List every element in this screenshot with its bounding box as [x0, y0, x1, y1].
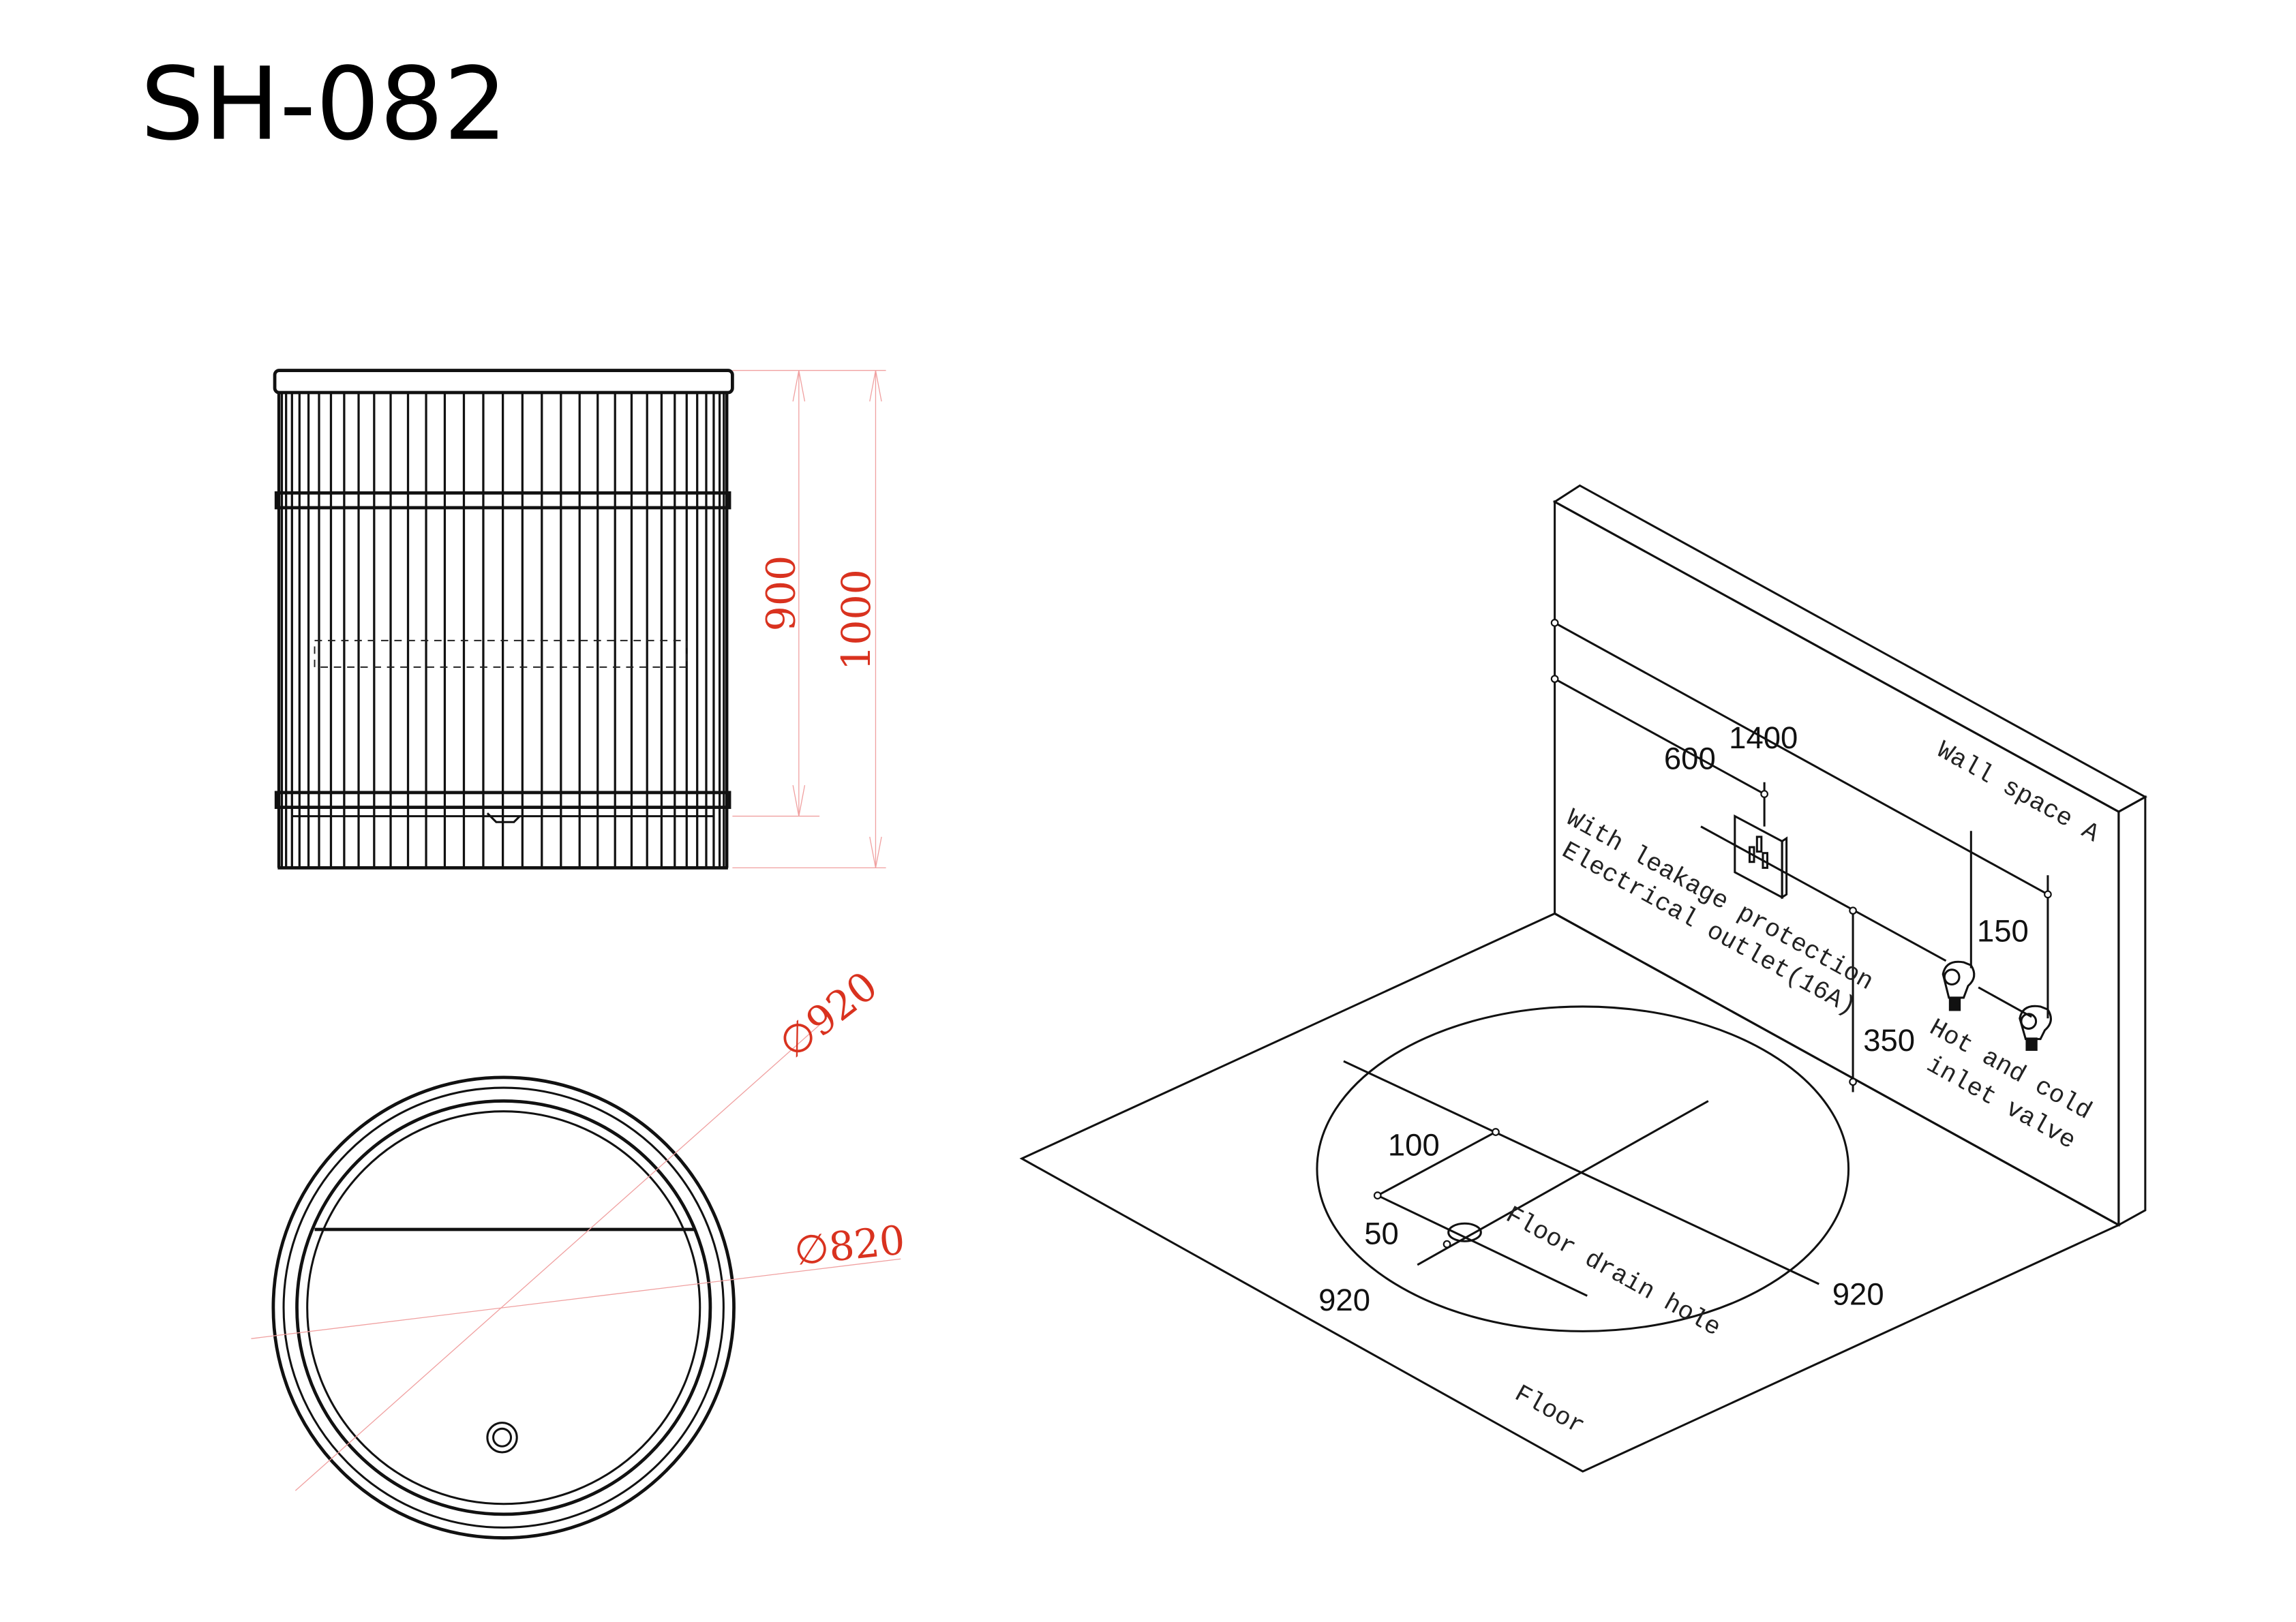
wall-dimension-lines	[1550, 619, 2119, 1226]
install-view: 600 1400 150 350 100 50 920 920 Wall spa…	[1019, 484, 2147, 1473]
dim-1400: 1400	[1729, 720, 1798, 755]
dim-100: 100	[1388, 1128, 1440, 1163]
dim-1000-label: 1000	[833, 569, 879, 671]
tub-footprint	[1316, 1005, 1850, 1332]
hidden-seat-outline	[314, 639, 688, 668]
dim-920-line	[294, 1017, 828, 1491]
hot-valve-icon	[1942, 960, 1976, 1011]
outer-rim	[271, 1075, 736, 1540]
dim-920-right: 920	[1832, 1276, 1884, 1311]
dim-900-label: 900	[757, 555, 804, 632]
dim-920-left: 920	[1318, 1283, 1370, 1317]
outlet-label-line2: Electrical outlet(16A)	[1556, 837, 1860, 1022]
model-title: SH-082	[140, 46, 507, 163]
drain-label: Floor drain hole	[1500, 1202, 1725, 1343]
drain-100-line	[1377, 1131, 1496, 1197]
electrical-outlet-icon	[1734, 814, 1788, 900]
cold-valve-icon	[2019, 1005, 2052, 1051]
dim-50: 50	[1364, 1216, 1399, 1251]
tub-floor-edge	[306, 1110, 701, 1505]
floor-label: Floor	[1509, 1380, 1589, 1441]
rim-inner-edge	[282, 1086, 725, 1529]
height-dimensions: 900 1000	[732, 369, 886, 869]
floor-drain-icon	[1447, 1222, 1482, 1242]
wall-label: Wall space A	[1932, 736, 2104, 849]
dim-820-label: ∅820	[792, 1216, 907, 1274]
top-cap	[273, 369, 734, 395]
drain-ring	[486, 1422, 518, 1454]
lower-band	[274, 791, 731, 809]
dim-600: 600	[1664, 741, 1716, 776]
slats	[277, 393, 729, 868]
top-view: ∅920 ∅820	[251, 962, 907, 1540]
dim-150: 150	[1977, 914, 2029, 949]
dim-920-label: ∅920	[770, 962, 886, 1067]
drain-center	[492, 1427, 513, 1448]
drain-offset-line	[1377, 1194, 1588, 1297]
drain-outlet	[486, 812, 521, 823]
tub-inner-wall	[295, 1099, 712, 1516]
dim-350: 350	[1863, 1023, 1915, 1058]
outlet-label-line1: With leakage protection	[1561, 804, 1878, 997]
front-view: 900 1000	[273, 369, 886, 870]
upper-band	[274, 491, 731, 510]
wall-side	[2117, 795, 2147, 1227]
wall-top	[1552, 484, 2147, 813]
dim-820-line	[251, 1258, 901, 1339]
